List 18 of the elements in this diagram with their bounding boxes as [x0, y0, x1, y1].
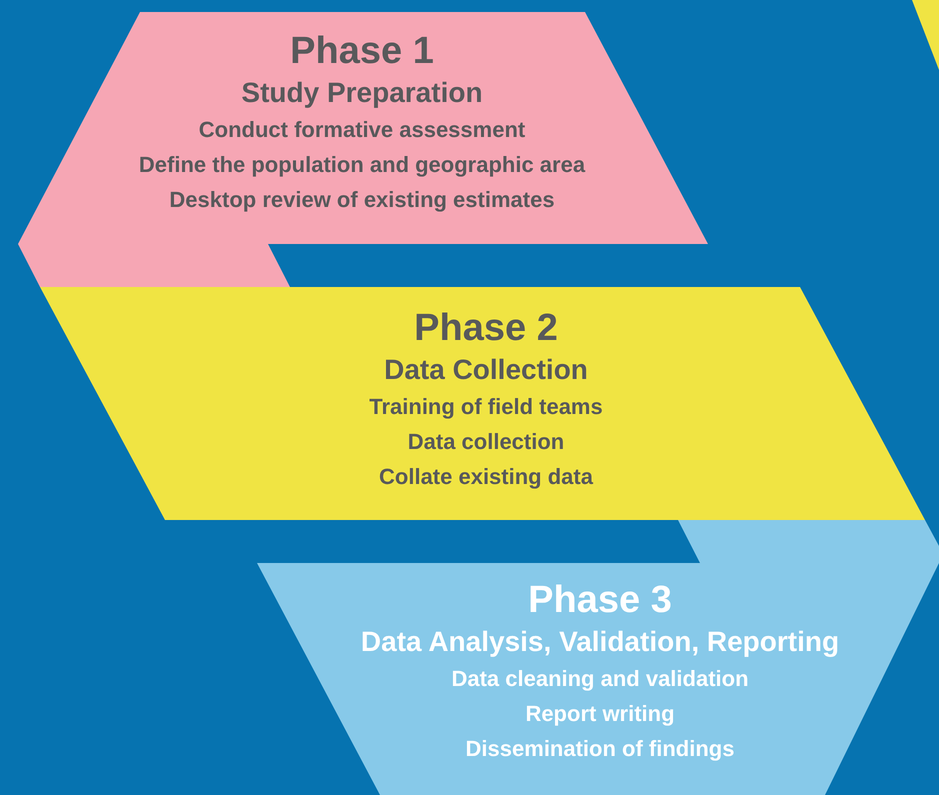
phase-task: Training of field teams	[369, 393, 603, 421]
phase-task: Data cleaning and validation	[451, 665, 749, 693]
phase-subtitle: Data Collection	[384, 353, 588, 387]
phase-task: Desktop review of existing estimates	[169, 186, 555, 214]
phase-task: Data collection	[408, 428, 564, 456]
phase-task: Dissemination of findings	[466, 735, 734, 763]
phase-title: Phase 2	[414, 306, 558, 351]
phase-subtitle: Data Analysis, Validation, Reporting	[360, 625, 840, 659]
phase-band	[257, 520, 939, 795]
phase-title: Phase 3	[528, 578, 672, 623]
phase-task: Collate existing data	[379, 463, 593, 491]
phase-task: Conduct formative assessment	[198, 116, 526, 144]
phase-subtitle: Study Preparation	[241, 76, 483, 110]
phase-band	[18, 12, 708, 287]
phase-band	[40, 287, 925, 520]
phase-task: Report writing	[525, 700, 675, 728]
phase-title: Phase 1	[290, 29, 434, 74]
phase-task: Define the population and geographic area	[138, 151, 586, 179]
